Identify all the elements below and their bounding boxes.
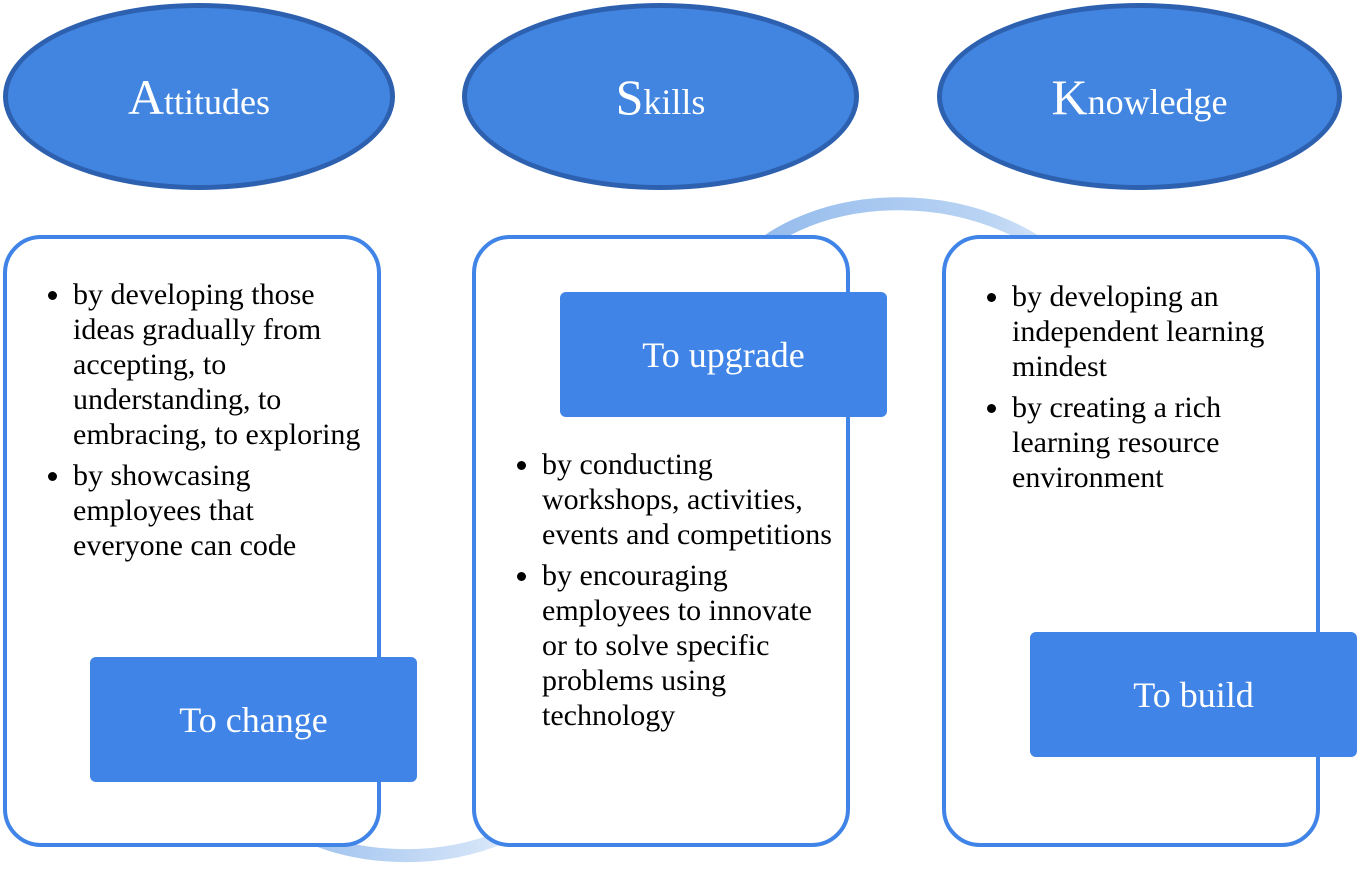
bullet-item: by encouraging employees to innovate or … [514,558,839,733]
bullet-item: by creating a rich learning resource env… [984,390,1304,495]
bullet-item: by showcasing employees that everyone ca… [45,458,365,563]
bullet-item: by developing an independent learning mi… [984,279,1304,384]
panel-attitudes: by developing those ideas gradually from… [3,235,381,847]
tag-to-upgrade: To upgrade [560,292,887,417]
bullet-item: by conducting workshops, activities, eve… [514,447,839,552]
bullet-list-skills: by conducting workshops, activities, eve… [514,447,839,739]
tag-to-change: To change [90,657,417,782]
bullet-list-attitudes: by developing those ideas gradually from… [45,277,365,569]
bullet-list-knowledge: by developing an independent learning mi… [984,279,1304,501]
tag-to-build: To build [1030,632,1357,757]
bullet-item: by developing those ideas gradually from… [45,277,365,452]
